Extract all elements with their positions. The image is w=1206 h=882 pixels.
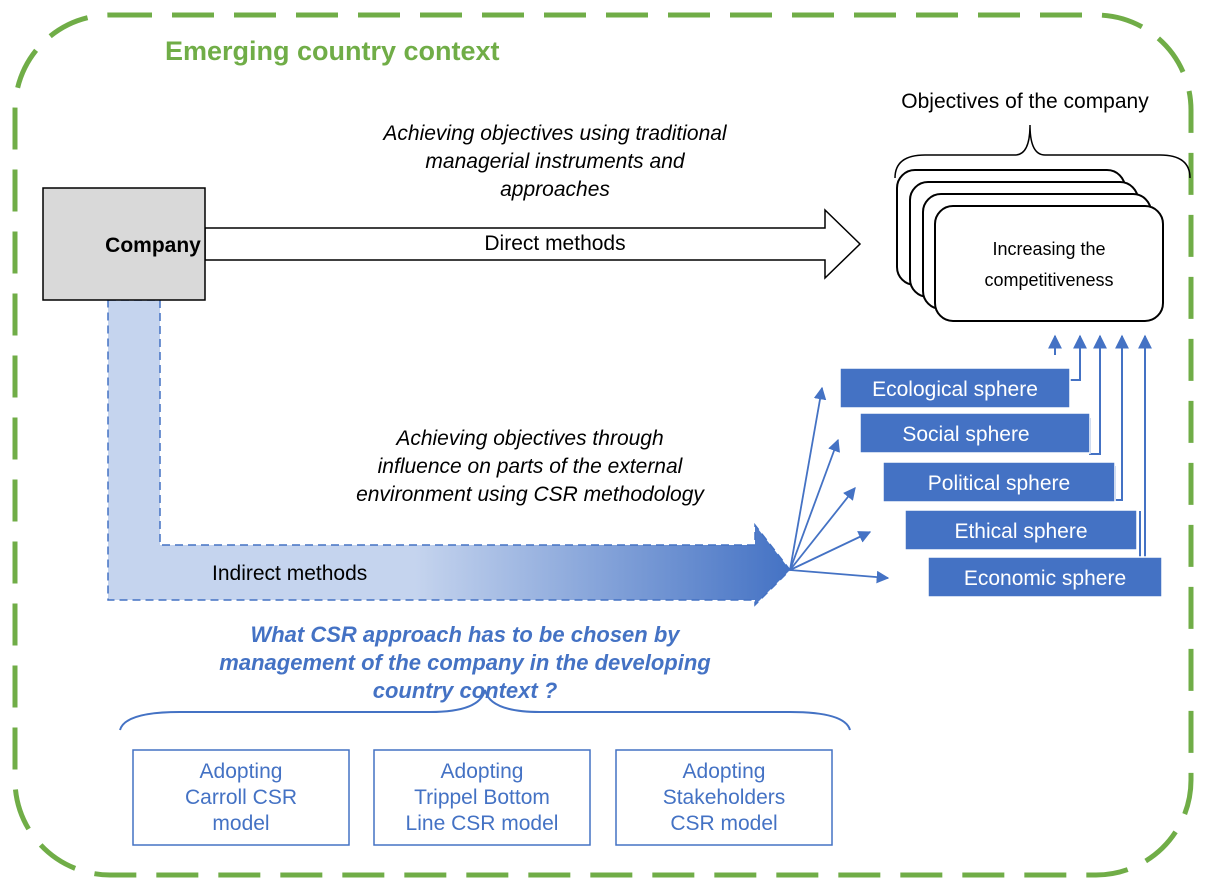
question-line: country context ? — [373, 678, 558, 703]
model-line: CSR model — [670, 812, 777, 835]
direct-caption-line: approaches — [500, 178, 610, 201]
objectives-brace — [894, 124, 1191, 179]
connector-political — [1089, 334, 1107, 455]
objective-card-front — [934, 205, 1164, 322]
fan-arrow — [789, 569, 890, 584]
direct-methods-arrow — [204, 208, 862, 280]
sphere-box — [927, 556, 1163, 598]
context-frame — [12, 12, 1194, 878]
direct-caption-line: Achieving objectives using traditional — [381, 122, 728, 145]
spheres: Ecological sphere Social sphere Politica… — [839, 367, 1163, 598]
fan-arrow — [789, 487, 856, 571]
indirect-caption-line: influence on parts of the external — [378, 455, 684, 478]
model-line: Adopting — [200, 760, 283, 783]
company-label: Company — [105, 234, 201, 257]
model-line: Adopting — [683, 760, 766, 783]
sphere-box — [904, 509, 1138, 551]
model-box — [373, 749, 591, 846]
sphere-label: Political sphere — [928, 472, 1070, 495]
indirect-caption: Achieving objectives through influence o… — [356, 427, 705, 506]
fan-arrows — [789, 386, 890, 584]
question-line: What CSR approach has to be chosen by — [250, 622, 681, 647]
indirect-methods-arrow — [107, 299, 791, 607]
model-line: Trippel Bottom — [414, 786, 550, 809]
question-line: management of the company in the develop… — [219, 650, 711, 675]
model-line: Line CSR model — [406, 812, 559, 835]
sphere-label: Economic sphere — [964, 567, 1126, 590]
model-line: Adopting — [441, 760, 524, 783]
fan-arrow — [789, 386, 827, 571]
direct-caption: Achieving objectives using traditional m… — [381, 122, 728, 201]
connector-ethical — [1114, 334, 1129, 501]
sphere-box — [882, 461, 1116, 503]
sphere-label: Social sphere — [902, 423, 1029, 446]
sphere-label: Ecological sphere — [872, 378, 1038, 401]
objective-card-line: Increasing the — [992, 239, 1105, 259]
indirect-methods-label: Indirect methods — [212, 562, 367, 585]
direct-methods-label: Direct methods — [484, 232, 625, 255]
model-line: model — [212, 812, 269, 835]
sphere-box — [839, 367, 1071, 409]
context-title: Emerging country context — [165, 36, 500, 66]
models-brace — [119, 689, 851, 731]
models: Adopting Carroll CSR model Adopting Trip… — [132, 749, 833, 846]
model-box — [132, 749, 350, 846]
sphere-box — [859, 412, 1091, 454]
sphere-label: Ethical sphere — [954, 520, 1087, 543]
indirect-caption-line: environment using CSR methodology — [356, 483, 705, 506]
objective-card-line: competitiveness — [984, 270, 1113, 290]
fan-arrow — [789, 531, 872, 571]
model-box — [615, 749, 833, 846]
company-box — [42, 187, 206, 301]
connector-economic — [1138, 334, 1152, 563]
model-line: Stakeholders — [663, 786, 786, 809]
direct-caption-line: managerial instruments and — [425, 150, 685, 173]
objectives-heading: Objectives of the company — [901, 90, 1149, 113]
model-line: Carroll CSR — [185, 786, 297, 809]
indirect-caption-line: Achieving objectives through — [394, 427, 663, 450]
fan-arrow — [789, 438, 840, 571]
csr-question: What CSR approach has to be chosen by ma… — [219, 622, 711, 703]
